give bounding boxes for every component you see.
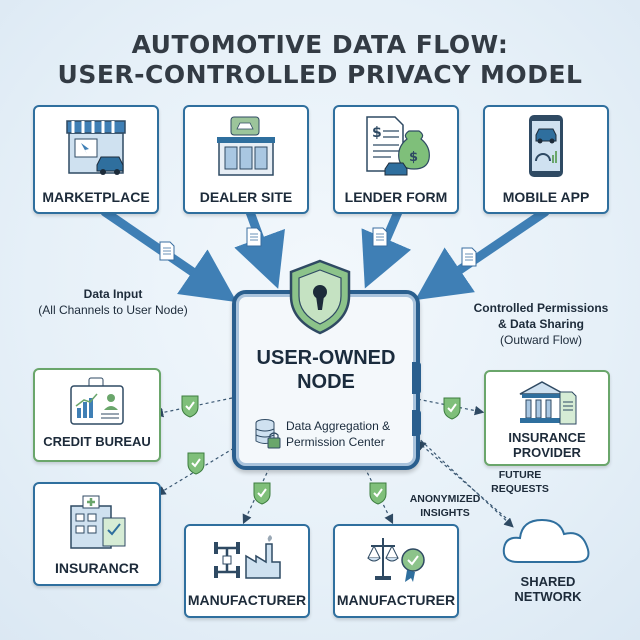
document-icons [159, 227, 477, 267]
source-label-marketplace: MARKETPLACE [42, 189, 150, 205]
database-lock-icon [255, 419, 281, 449]
node-subtitle-line1: Data Aggregation & [286, 419, 391, 433]
doc-icon-3 [372, 227, 388, 247]
dash-shared-1 [411, 431, 514, 528]
credit-report-icon [70, 377, 124, 425]
future-requests-label: FUTURE REQUESTS [480, 468, 560, 496]
storefront-icon [66, 120, 126, 175]
dash-manufacturer-1 [242, 461, 273, 525]
recipient-card-insurancr[interactable]: INSURANCR [33, 482, 161, 586]
future-requests-line2: REQUESTS [491, 483, 549, 495]
shield-keyhole-icon [289, 259, 351, 335]
check-icon-credit [181, 395, 199, 418]
source-card-marketplace[interactable]: MARKETPLACE [33, 105, 159, 214]
data-input-note: Data Input (All Channels to User Node) [18, 286, 208, 318]
permissions-subtitle: (Outward Flow) [499, 333, 582, 347]
node-subtitle-line2: Permission Center [286, 435, 385, 449]
insurance-provider-line2: PROVIDER [513, 445, 581, 460]
loan-document-icon: $ $ [366, 116, 430, 176]
check-icon-insurance-provider [443, 397, 461, 420]
node-side-tab-1 [412, 362, 421, 394]
data-input-title: Data Input [83, 287, 143, 301]
insurance-provider-line1: INSURANCE [508, 430, 586, 445]
recipient-card-manufacturer-2[interactable]: MANUFACTURER [333, 524, 459, 618]
anonymized-insights-line2: INSIGHTS [420, 507, 470, 519]
recipient-card-insurance-provider[interactable]: INSURANCE PROVIDER [484, 370, 610, 466]
check-badges [181, 395, 461, 505]
recipient-card-manufacturer-1[interactable]: MANUFACTURER [184, 524, 310, 618]
source-card-lender-form[interactable]: $ $ LENDER FORM [333, 105, 459, 214]
check-icon-manufacturer-1 [253, 482, 271, 505]
node-subtitle: Data Aggregation & Permission Center [286, 418, 390, 450]
node-title: USER-OWNED NODE [236, 346, 416, 394]
dash-manufacturer-2 [361, 461, 394, 525]
svg-text:$: $ [372, 125, 382, 141]
source-card-mobile-app[interactable]: MOBILE APP [483, 105, 609, 214]
recipient-label-insurance-provider: INSURANCE PROVIDER [486, 430, 608, 460]
cloud-icon[interactable] [498, 510, 598, 570]
permissions-note: Controlled Permissions & Data Sharing (O… [446, 300, 636, 348]
svg-text:$: $ [409, 150, 418, 165]
doc-icon-1 [159, 241, 175, 261]
permissions-title-line2: & Data Sharing [497, 317, 584, 331]
doc-icon-2 [246, 227, 262, 247]
recipient-label-credit-bureau: CREDIT BUREAU [43, 434, 151, 449]
node-title-line1: USER-OWNED [256, 347, 396, 369]
source-card-dealer-site[interactable]: DEALER SITE [183, 105, 309, 214]
title-line-1: AUTOMOTIVE DATA FLOW: [131, 30, 509, 59]
factory-chassis-icon [214, 535, 281, 579]
title-line-2: USER-CONTROLLED PRIVACY MODEL [57, 60, 583, 89]
arrow-mobile [415, 207, 550, 301]
recipient-label-manufacturer-2: MANUFACTURER [336, 592, 456, 608]
dealership-icon [217, 116, 275, 176]
check-icon-insurancr [187, 452, 205, 475]
data-input-subtitle: (All Channels to User Node) [38, 303, 188, 317]
source-label-dealer-site: DEALER SITE [199, 189, 293, 205]
scales-certificate-icon [367, 538, 425, 582]
recipient-label-shared-network: SHARED NETWORK [478, 574, 618, 604]
anonymized-insights-line1: ANONYMIZED [409, 493, 481, 505]
dash-future [416, 440, 507, 519]
anonymized-insights-label: ANONYMIZED INSIGHTS [400, 492, 490, 520]
check-icon-manufacturer-2 [369, 482, 387, 505]
recipient-card-credit-bureau[interactable]: CREDIT BUREAU [33, 368, 161, 462]
shared-network-line1: SHARED [520, 574, 576, 589]
insurance-building-icon [519, 381, 577, 425]
node-title-line2: NODE [297, 371, 355, 393]
doc-icon-4 [461, 247, 477, 267]
source-label-lender-form: LENDER FORM [344, 189, 448, 205]
recipient-label-insurancr: INSURANCR [55, 560, 139, 576]
node-side-tab-2 [412, 410, 421, 436]
source-label-mobile-app: MOBILE APP [502, 189, 590, 205]
shared-network-line2: NETWORK [514, 589, 582, 604]
smartphone-car-icon [529, 115, 563, 177]
future-requests-line1: FUTURE [498, 469, 542, 481]
hospital-insurance-icon [70, 495, 126, 549]
permissions-title-line1: Controlled Permissions [473, 301, 609, 315]
recipient-label-manufacturer-1: MANUFACTURER [187, 592, 307, 608]
